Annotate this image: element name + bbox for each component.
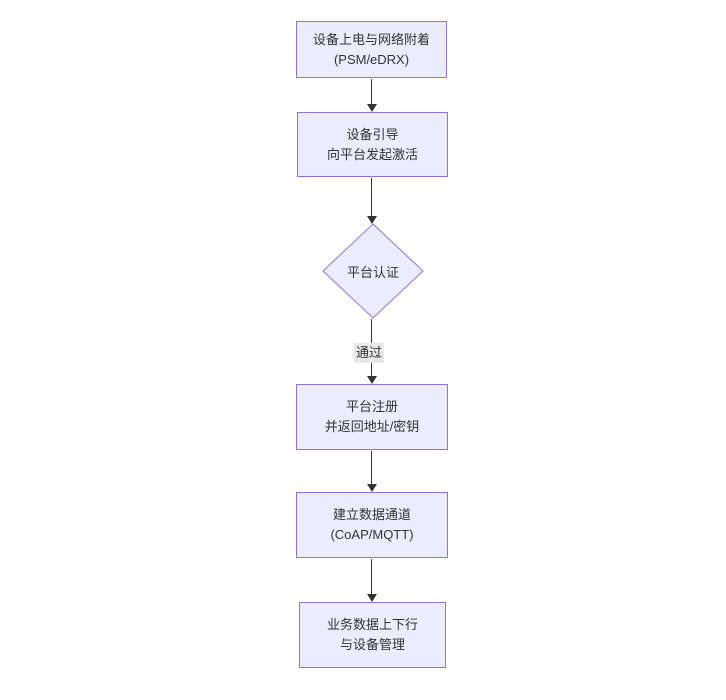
edge-bootstrap-to-auth-arrowhead-icon bbox=[367, 216, 377, 224]
node-platform-register-line2: 并返回地址/密钥 bbox=[324, 419, 420, 434]
node-business-data-line2: 与设备管理 bbox=[339, 637, 405, 652]
node-power-attach: 设备上电与网络附着 (PSM/eDRX) bbox=[296, 21, 447, 78]
edge-register-to-channel-line bbox=[371, 451, 372, 484]
node-bootstrap: 设备引导 向平台发起激活 bbox=[297, 112, 448, 177]
node-power-attach-line2: (PSM/eDRX) bbox=[333, 51, 410, 67]
node-power-attach-line1: 设备上电与网络附着 bbox=[312, 31, 430, 47]
edge-channel-to-business-arrowhead-icon bbox=[367, 594, 377, 602]
edge-power-to-bootstrap-arrowhead-icon bbox=[367, 104, 377, 112]
edge-register-to-channel-arrowhead-icon bbox=[367, 484, 377, 492]
node-data-channel: 建立数据通道 (CoAP/MQTT) bbox=[296, 492, 448, 558]
edge-channel-to-business-line bbox=[371, 559, 372, 594]
node-business-data: 业务数据上下行 与设备管理 bbox=[299, 602, 446, 668]
diamond-shape bbox=[322, 223, 424, 319]
node-bootstrap-line1: 设备引导 bbox=[346, 126, 399, 142]
node-bootstrap-line2: 向平台发起激活 bbox=[326, 146, 418, 162]
edge-auth-to-register-arrowhead-icon bbox=[367, 376, 377, 384]
node-platform-register-line1: 平台注册 bbox=[345, 399, 398, 414]
node-data-channel-line1: 建立数据通道 bbox=[332, 507, 411, 522]
edge-power-to-bootstrap-line bbox=[371, 79, 372, 105]
node-data-channel-line2: (CoAP/MQTT) bbox=[330, 527, 414, 542]
node-platform-auth: 平台认证 bbox=[322, 223, 424, 319]
node-business-data-line1: 业务数据上下行 bbox=[326, 617, 418, 632]
edge-bootstrap-to-auth-line bbox=[371, 178, 372, 216]
edge-auth-to-register-label: 通过 bbox=[354, 343, 385, 363]
node-platform-auth-label: 平台认证 bbox=[346, 264, 399, 280]
node-platform-register: 平台注册 并返回地址/密钥 bbox=[296, 384, 448, 450]
